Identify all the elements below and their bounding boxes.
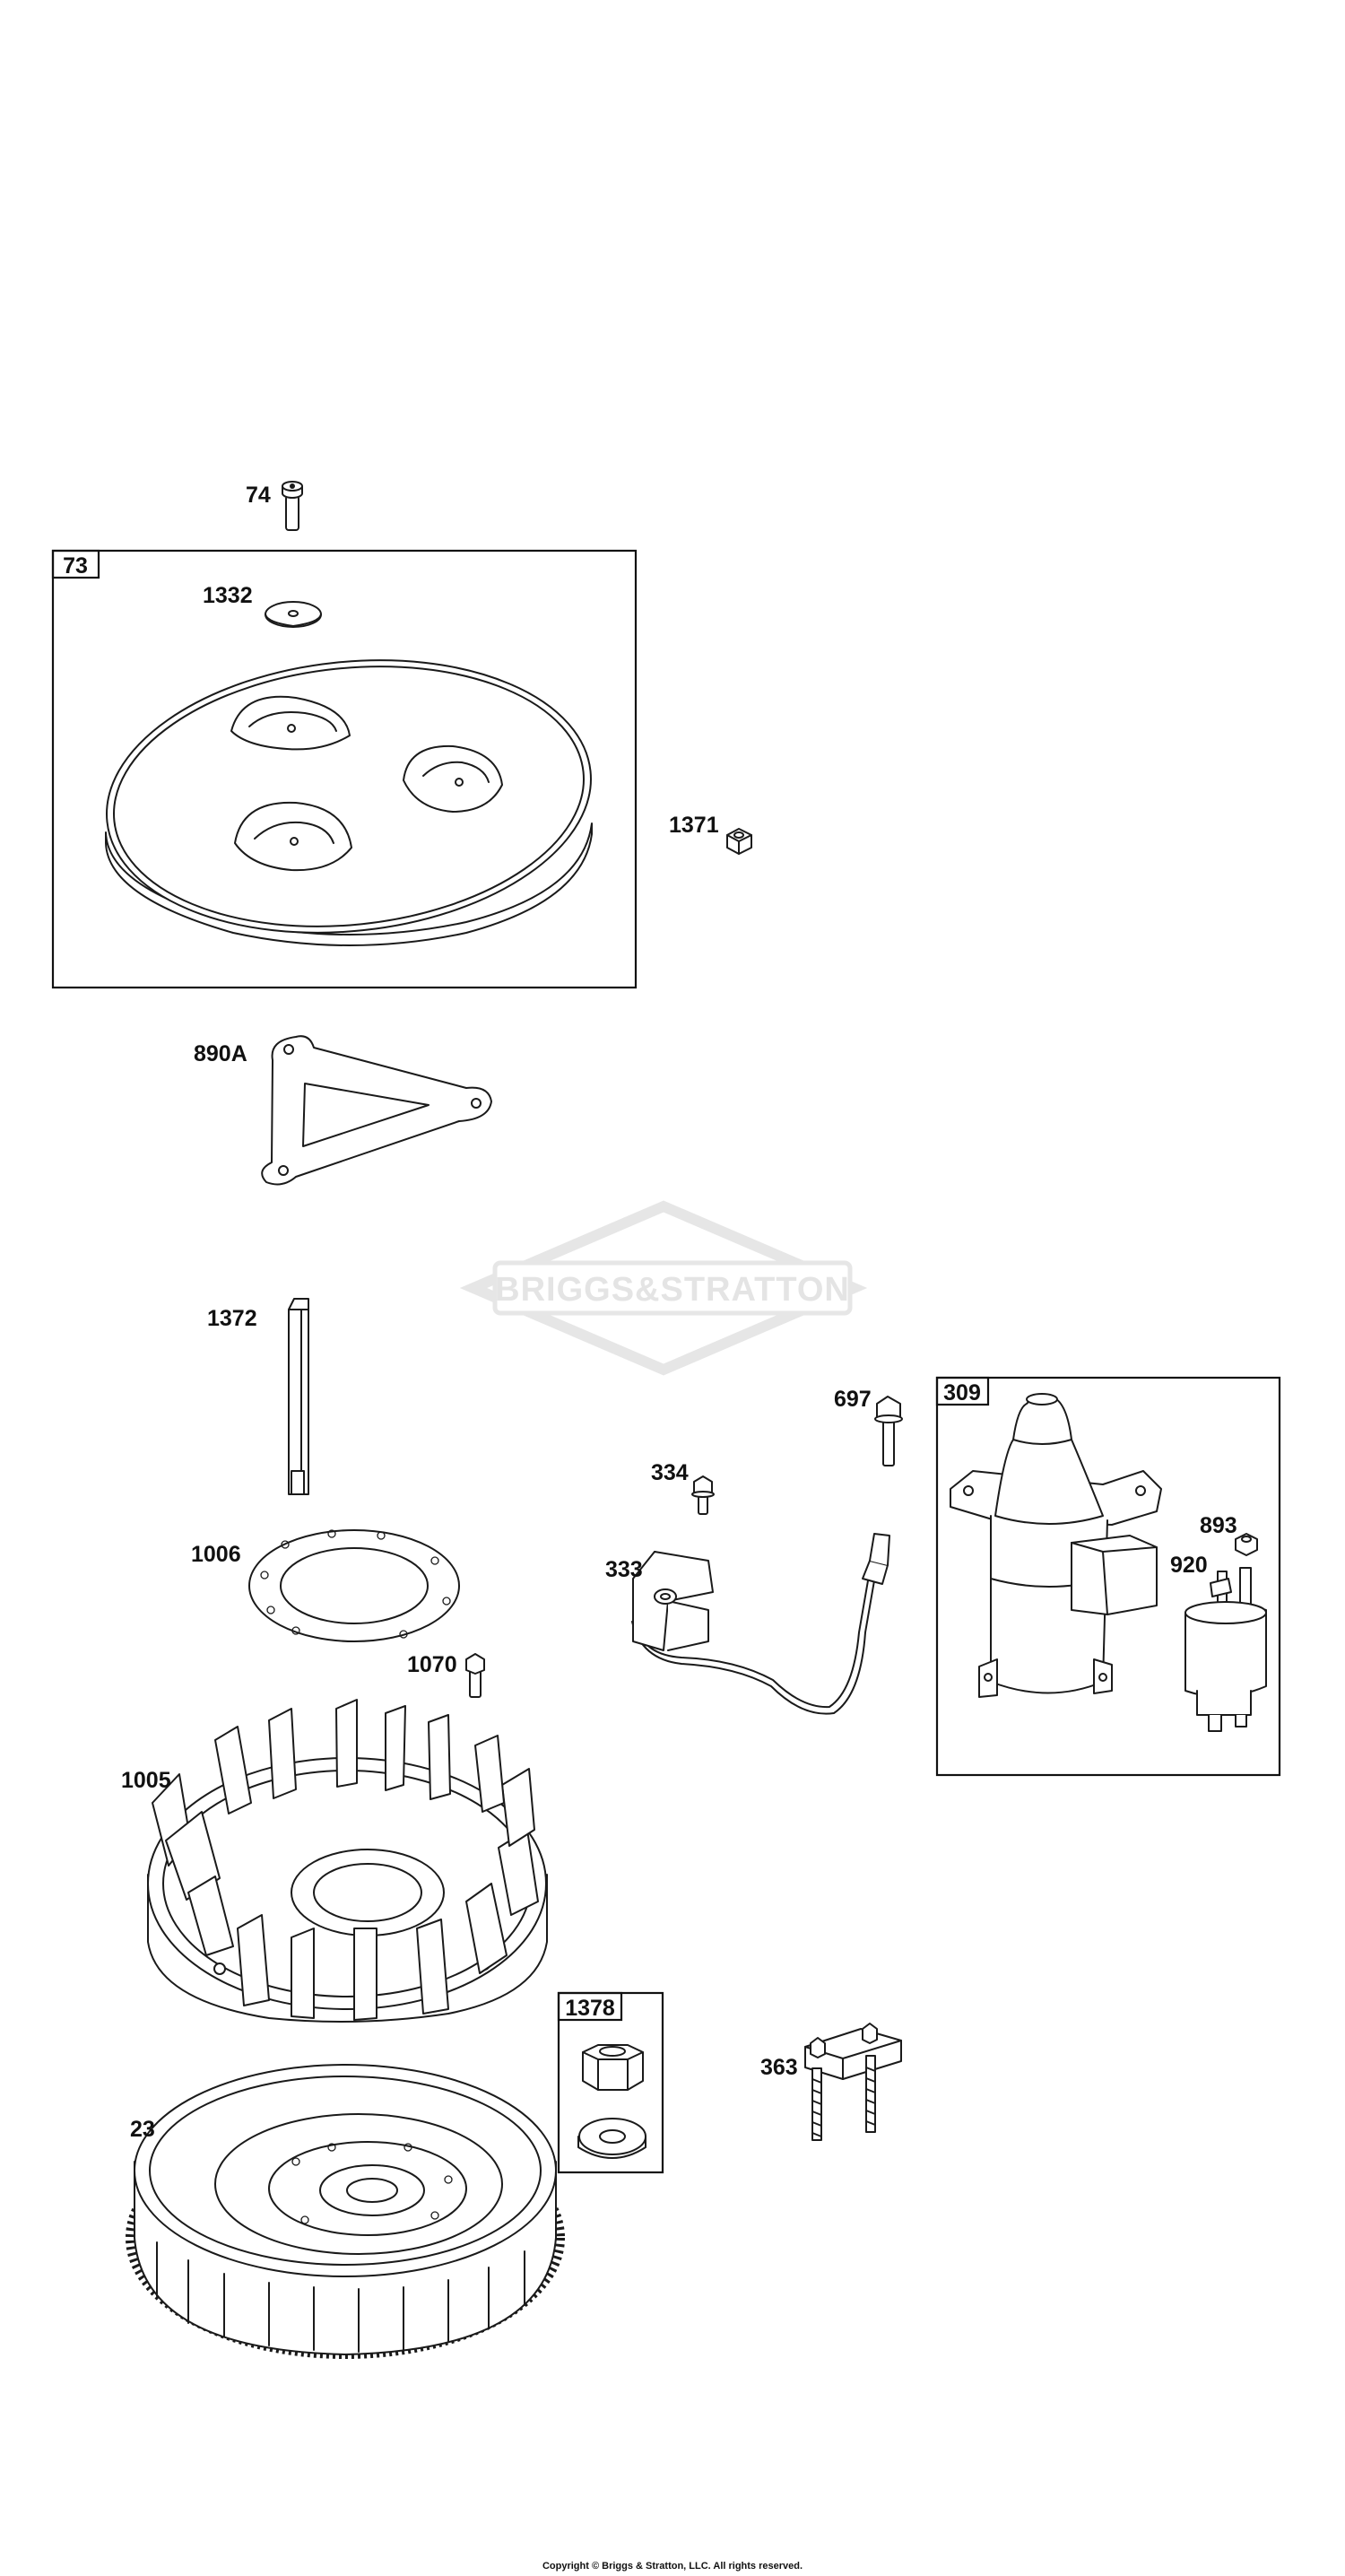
part-890A-bracket[interactable]	[261, 1035, 492, 1186]
kit-label-1378: 1378	[565, 1996, 615, 2021]
kit-label-309: 309	[943, 1380, 981, 1405]
part-1332-washer[interactable]	[265, 601, 322, 628]
part-23-flywheel[interactable]	[126, 2064, 565, 2359]
part-333-armature[interactable]	[631, 1533, 890, 1715]
watermark-text: BRIGGS&STRATTON	[495, 1271, 850, 1309]
kit-309[interactable]: 309	[935, 1376, 1281, 1777]
part-74-screw[interactable]	[282, 481, 303, 531]
blower-housing-plate[interactable]	[93, 637, 604, 955]
part-label-1372: 1372	[207, 1306, 257, 1331]
part-1005-fan[interactable]	[147, 1699, 548, 2023]
part-label-1005: 1005	[121, 1768, 171, 1793]
part-label-1332: 1332	[203, 583, 253, 608]
kit-309-starter-motor[interactable]	[950, 1393, 1162, 1698]
part-1371-nut[interactable]	[726, 828, 752, 855]
kit-1378-nut[interactable]	[582, 2044, 644, 2091]
part-label-334: 334	[651, 1460, 689, 1485]
kit-73[interactable]: 73	[51, 549, 638, 989]
part-697-bolt[interactable]	[874, 1396, 903, 1466]
part-label-1371: 1371	[669, 813, 719, 838]
part-label-893: 893	[1200, 1513, 1237, 1538]
watermark-logo: BRIGGS&STRATTON	[459, 1200, 868, 1376]
part-1006-gasket[interactable]	[248, 1529, 460, 1642]
kit-label-73: 73	[63, 553, 88, 579]
part-label-1006: 1006	[191, 1542, 241, 1567]
part-1372-standoff[interactable]	[288, 1298, 309, 1495]
part-label-1070: 1070	[407, 1652, 457, 1677]
part-label-890A: 890A	[194, 1041, 247, 1066]
part-label-333: 333	[605, 1557, 643, 1582]
part-334-screw[interactable]	[691, 1475, 715, 1515]
part-label-697: 697	[834, 1387, 872, 1412]
kit-1378[interactable]: 1378	[557, 1991, 664, 2174]
part-920-solenoid[interactable]	[1184, 1567, 1267, 1732]
part-363-terminal-block[interactable]	[804, 2023, 902, 2141]
part-label-23: 23	[130, 2117, 155, 2142]
kit-1378-washer[interactable]	[577, 2118, 646, 2159]
part-label-920: 920	[1170, 1553, 1208, 1578]
part-893-nut[interactable]	[1235, 1533, 1258, 1556]
part-label-74: 74	[246, 483, 271, 508]
part-1070-screw[interactable]	[465, 1653, 485, 1698]
part-label-363: 363	[760, 2055, 798, 2080]
copyright-notice: Copyright © Briggs & Stratton, LLC. All …	[542, 2561, 803, 2572]
